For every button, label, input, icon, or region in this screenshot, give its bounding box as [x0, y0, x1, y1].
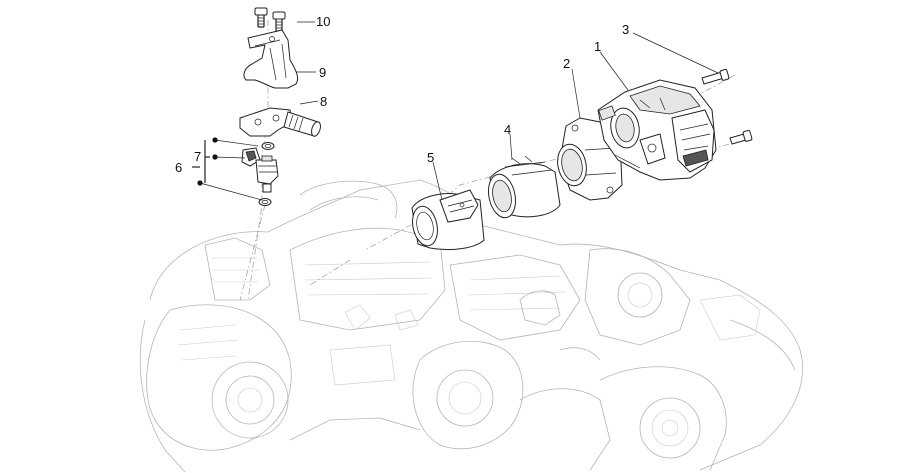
group-bracket-6-7 [192, 137, 218, 186]
callout-3: 3 [622, 22, 629, 37]
callout-1: 1 [594, 39, 601, 54]
bracket-dot-bottom [197, 180, 203, 186]
part-10-screws [254, 7, 286, 32]
callout-labels: 10 9 8 1 2 3 4 5 6 7 [175, 14, 629, 175]
bracket-dot-top [212, 137, 218, 143]
engine-background [139, 179, 803, 473]
callout-6: 6 [175, 160, 182, 175]
callout-9: 9 [319, 65, 326, 80]
callout-10: 10 [316, 14, 330, 29]
leader-lines [296, 21, 719, 201]
part-7-sensor-assembly [199, 139, 279, 206]
callout-2: 2 [563, 56, 570, 71]
part-1-throttle-body [597, 79, 717, 181]
callout-4: 4 [504, 122, 511, 137]
part-3-screws [701, 68, 753, 145]
callout-8: 8 [320, 94, 327, 109]
part-9-bracket [243, 29, 299, 89]
part-8-sensor [239, 107, 321, 137]
part-5-clamp [411, 189, 485, 251]
callout-5: 5 [427, 150, 434, 165]
part-4-sleeve [487, 155, 561, 219]
callout-7: 7 [194, 149, 201, 164]
bracket-dot-mid [212, 154, 218, 160]
